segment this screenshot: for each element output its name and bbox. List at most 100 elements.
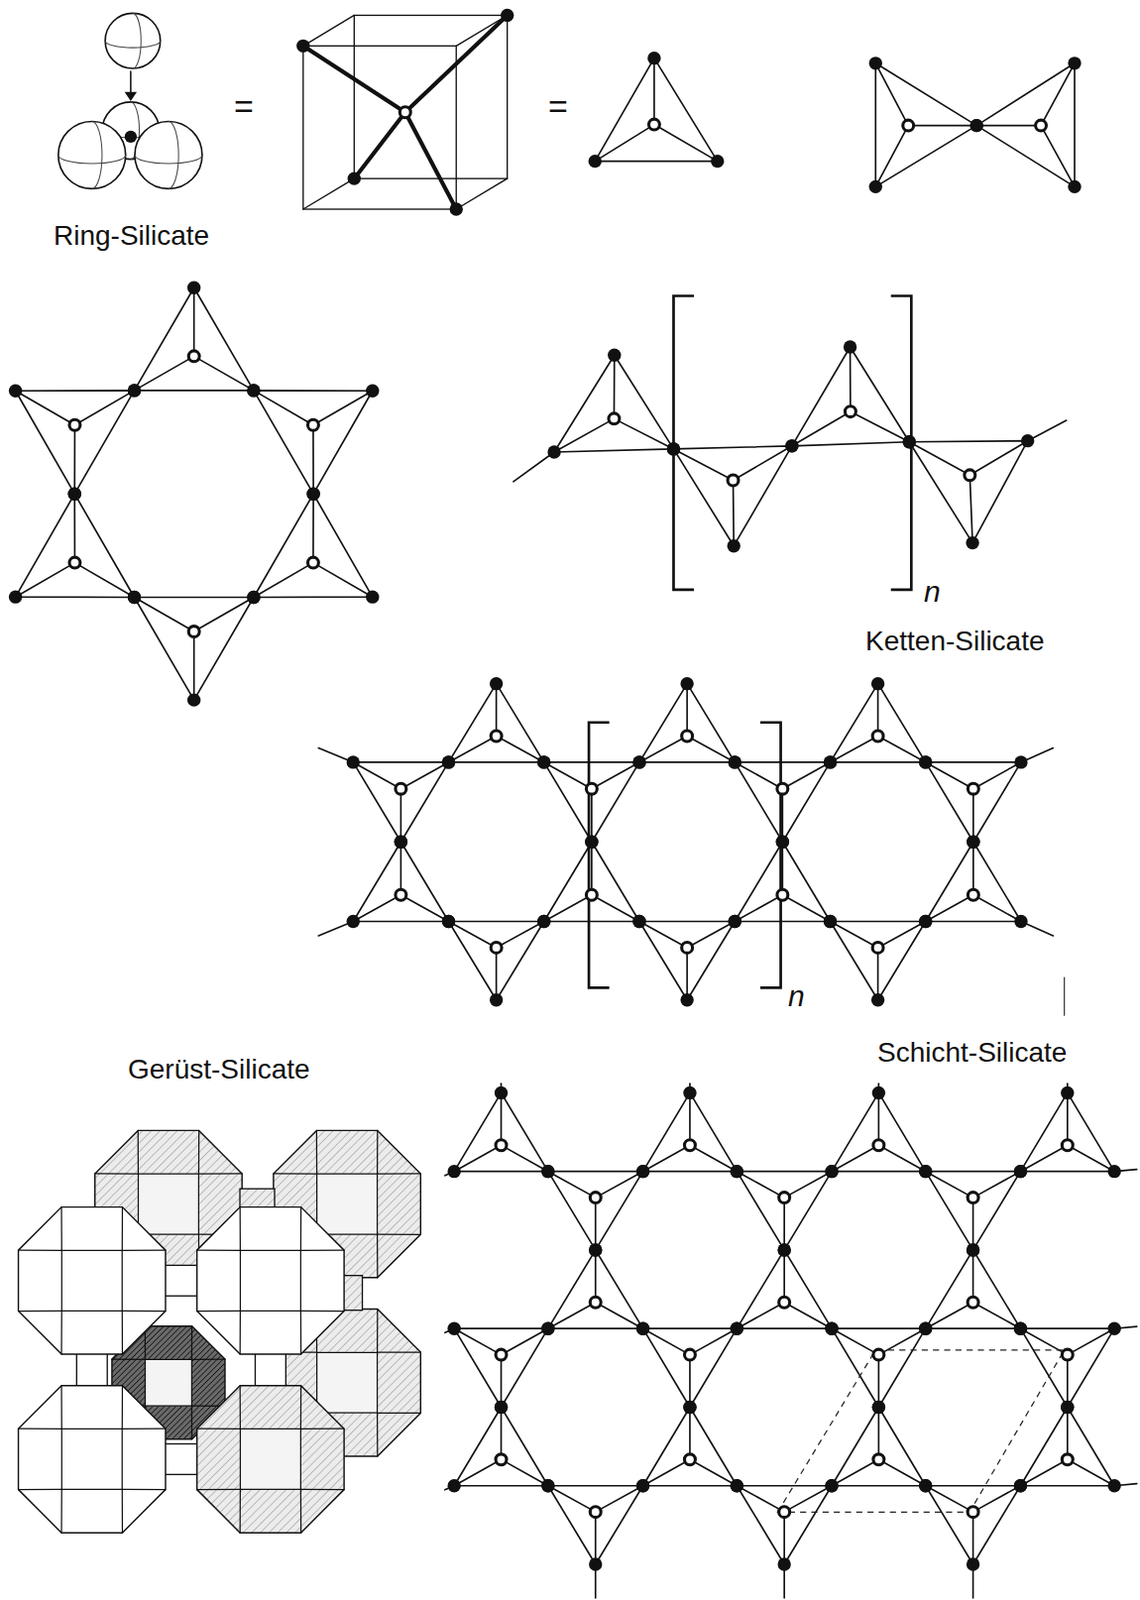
cage-edge [300, 1488, 344, 1490]
section-label: Ring-Silicate [51, 222, 212, 250]
repeat-index: n [921, 576, 943, 607]
oxygen-atom [306, 487, 320, 501]
oxygen-atom [918, 1164, 932, 1178]
sphere-meridian [92, 120, 103, 189]
tetrahedron-outline [548, 1250, 644, 1329]
tetrahedron-outline [736, 1250, 832, 1329]
oxygen-atom [730, 1164, 744, 1178]
cage-edge [112, 1358, 146, 1360]
silicon-atom [967, 1192, 979, 1204]
tetrahedron-outline [831, 1092, 926, 1171]
equals-sign: = [546, 89, 570, 123]
cube-back [353, 14, 507, 179]
oxygen-atom [442, 914, 456, 928]
bond-line [784, 1302, 832, 1329]
bond-line [673, 449, 733, 481]
repeat-index: n [786, 981, 807, 1012]
oxygen-atom [1014, 1479, 1027, 1492]
cage-edge [60, 1385, 62, 1430]
bond-line [877, 684, 880, 737]
oxygen-atom [918, 1479, 932, 1492]
bond-line [1040, 125, 1075, 188]
oxygen-atom [494, 1400, 508, 1414]
bond-line [875, 125, 909, 188]
bond-line [253, 563, 314, 598]
bond-line [782, 789, 785, 843]
sphere-equator [134, 154, 203, 163]
oxygen-atom [187, 692, 201, 706]
oxygen-atom [8, 384, 22, 398]
bond-line [594, 1197, 597, 1251]
cage-square-face [317, 1173, 378, 1235]
silicon-atom [124, 130, 137, 143]
oxygen-atom [966, 835, 980, 849]
oxygen-atom [823, 755, 837, 769]
oxygen-atom [710, 154, 724, 168]
oxygen-atom [636, 1479, 650, 1492]
cage-square-face [61, 1428, 122, 1489]
silicon-atom [873, 1454, 885, 1466]
bond-line [133, 596, 194, 632]
bond-line [831, 1144, 879, 1171]
bond-line [685, 684, 688, 737]
silicon-atom [964, 469, 976, 481]
oxygen-atom [1014, 1164, 1027, 1178]
oxygen-atom [365, 589, 379, 603]
bond-line [878, 1092, 881, 1145]
tetrahedron-outline [875, 63, 977, 188]
silicon-atom [967, 1296, 979, 1308]
oxygen-atom [871, 993, 885, 1007]
tetrahedron-outline [1020, 1328, 1115, 1407]
cage-edge [300, 1207, 302, 1252]
oxygen-atom [1107, 1322, 1121, 1336]
silicon-atom [69, 557, 81, 569]
oxygen-atom [537, 914, 551, 928]
oxygen-atom [728, 914, 742, 928]
oxygen-atom [824, 1322, 838, 1336]
oxygen-atom [8, 589, 22, 603]
oxygen-atom [965, 536, 979, 550]
silicon-atom [682, 941, 693, 953]
sodalite-cage [197, 1385, 344, 1533]
cage-edge [191, 1358, 226, 1360]
silicon-atom [399, 107, 411, 118]
bond-line [925, 762, 974, 790]
oxygen-atom [903, 435, 916, 449]
bond-line [548, 1302, 596, 1329]
bond-line [594, 1511, 597, 1565]
bond-line [877, 947, 880, 1001]
oxygen-atom [777, 1557, 791, 1571]
cage-edge [121, 1310, 123, 1355]
oxygen-atom [306, 487, 320, 501]
cage-square-face [61, 1250, 122, 1311]
tetrahedron-outline [925, 1250, 1022, 1329]
section-label: Schicht-Silicate [875, 1038, 1069, 1067]
bond-line [831, 1459, 879, 1485]
bond-line [500, 1406, 503, 1460]
cage-edge [300, 1310, 344, 1312]
sodalite-cage [18, 1385, 166, 1533]
tetrahedron-outline [15, 493, 135, 597]
tetrahedron-outline [639, 920, 735, 1000]
bond-line [1066, 1406, 1069, 1460]
cage-edge [121, 1488, 123, 1533]
bond-line [74, 390, 134, 426]
bond-line [400, 895, 449, 922]
bond-line [1066, 1092, 1069, 1145]
silicon-atom [873, 1349, 885, 1361]
oxygen-atom [680, 993, 693, 1007]
oxygen-atom [1014, 914, 1027, 928]
bond-line [654, 124, 718, 162]
oxygen-atom [683, 1086, 696, 1100]
bond-line [1067, 1328, 1115, 1355]
oxygen-atom [1107, 1164, 1121, 1178]
tetrahedron-outline [643, 1406, 738, 1485]
bond-line [613, 418, 674, 450]
bond-line [73, 425, 76, 494]
oxygen-atom [869, 180, 883, 194]
oxygen-atom [824, 1164, 838, 1178]
oxygen-atom [442, 914, 456, 928]
oxygen-atom [728, 755, 742, 769]
bond-line [976, 124, 1041, 127]
bond-line [454, 1459, 501, 1485]
